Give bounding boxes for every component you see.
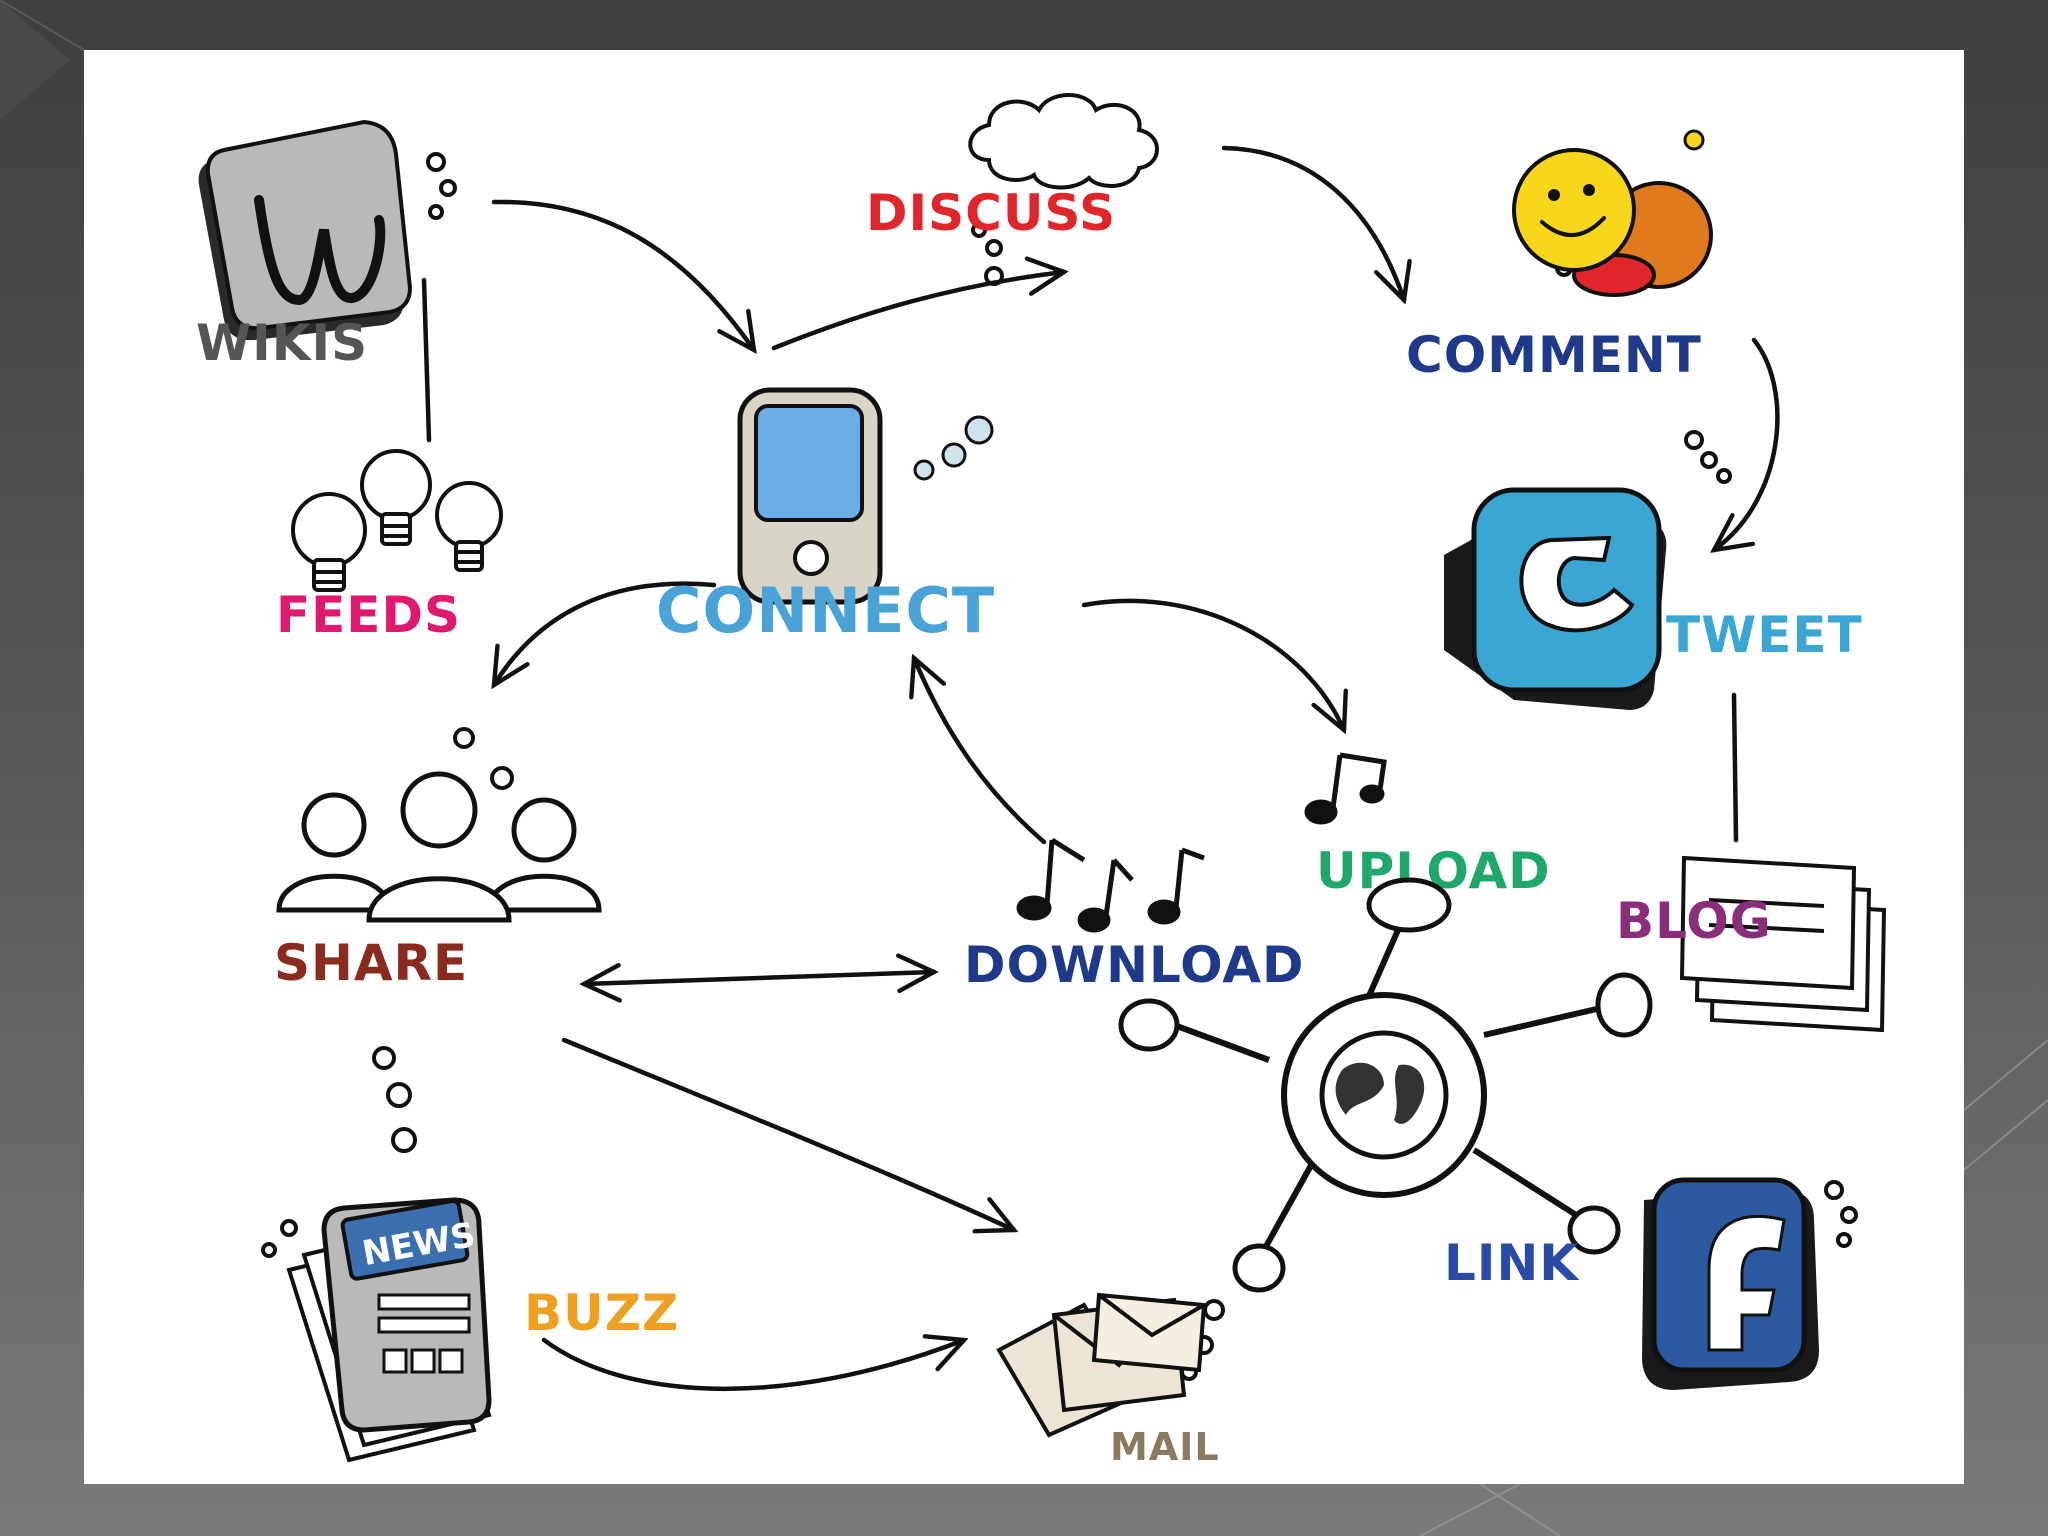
label-feeds: FEEDS — [276, 586, 461, 644]
arrow-connect-to-share — [494, 581, 717, 685]
arrow-share-download — [584, 972, 934, 984]
people-icon — [276, 771, 602, 923]
line-tweet-blog — [1731, 692, 1739, 843]
pages-icon — [1679, 855, 1887, 1033]
decor-line-bottom-2 — [1479, 1483, 1561, 1536]
twitter-icon — [1444, 487, 1667, 710]
label-comment: COMMENT — [1406, 326, 1702, 384]
line-wikis-feeds — [421, 277, 432, 443]
decor-line-top-left — [0, 0, 85, 51]
arrow-download-to-connect — [914, 658, 1047, 845]
newspaper-icon — [286, 1197, 492, 1463]
music-note-icon — [1304, 752, 1387, 825]
label-share: SHARE — [274, 934, 468, 992]
smiley-icon — [1512, 129, 1713, 297]
label-discuss: DISCUSS — [866, 184, 1116, 242]
diagram-canvas: WIKIS FEEDS CONNECT DISCUSS COMMENT — [196, 93, 1887, 1469]
label-mail: MAIL — [1110, 1425, 1220, 1469]
arrow-comment-to-tweet — [1714, 337, 1780, 550]
label-download: DOWNLOAD — [964, 936, 1304, 994]
lightbulbs-icon — [291, 449, 503, 592]
cloud-icon — [968, 93, 1159, 190]
connector-arrows — [421, 145, 1780, 1391]
arrow-discuss-to-comment — [1221, 145, 1404, 300]
arrow-connect-to-upload — [1081, 598, 1344, 730]
label-blog: BLOG — [1616, 892, 1772, 950]
globe-hub — [1118, 877, 1653, 1293]
arrow-connect-to-discuss — [771, 272, 1064, 351]
decor-corner-top-left — [0, 0, 70, 120]
envelope-icon — [996, 1292, 1207, 1438]
decor-line-right-2 — [1963, 1099, 2048, 1171]
label-tweet: TWEET — [1666, 606, 1863, 664]
wiki-icon — [198, 119, 413, 341]
label-buzz: BUZZ — [524, 1284, 679, 1342]
social-media-diagram: WIKIS FEEDS CONNECT DISCUSS COMMENT — [84, 50, 1964, 1484]
decor-line-right — [1963, 1039, 2048, 1111]
phone-icon — [737, 387, 994, 605]
label-connect: CONNECT — [656, 574, 995, 647]
arrow-wikis-to-connect — [491, 199, 754, 350]
label-link: LINK — [1444, 1234, 1580, 1292]
arrow-share-to-mail — [561, 1037, 1014, 1230]
music-notes-icon — [1016, 837, 1205, 933]
arrow-buzz-to-mail — [541, 1340, 964, 1391]
label-wikis: WIKIS — [196, 314, 368, 372]
facebook-icon — [1642, 1177, 1819, 1390]
decor-line-bottom — [1419, 1483, 1521, 1536]
